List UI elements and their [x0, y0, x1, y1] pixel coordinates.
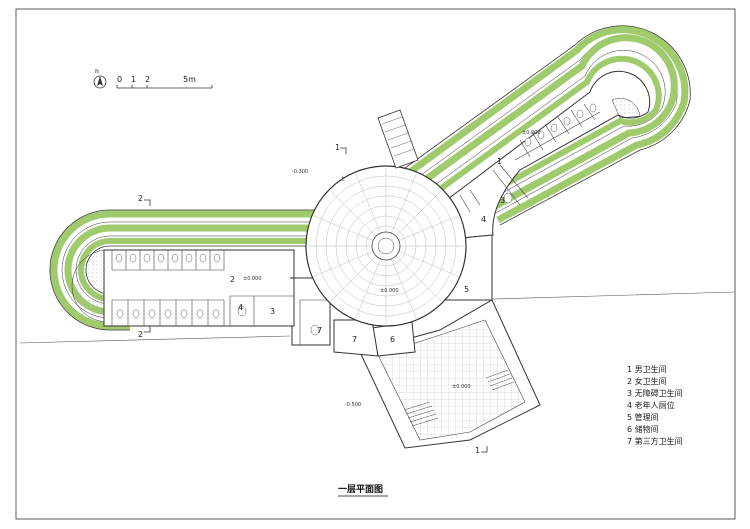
elevation-west-wing: ±0.000 — [243, 276, 262, 282]
section-mark-2-bottom: 2 — [138, 330, 143, 339]
room-number-storage: 6 — [390, 335, 395, 344]
scale-tick-0: 0 — [117, 75, 122, 84]
legend-item: 6 储物间 — [627, 424, 659, 434]
legend-item: 2 女卫生间 — [627, 376, 667, 386]
central-rotunda — [305, 109, 467, 327]
legend-item: 4 老年人厕位 — [627, 400, 675, 410]
section-mark-2-top: 2 — [138, 194, 143, 203]
room-number-west-accessible: 3 — [270, 307, 275, 316]
northeast-wing — [404, 25, 691, 239]
section-mark-1-top: 1 — [335, 143, 340, 152]
room-number-west-third-party: 7 — [317, 326, 322, 335]
elevation-hall: ±0.000 — [380, 288, 399, 294]
room-number-north-male: 1 — [497, 157, 502, 166]
legend-item: 5 管理间 — [627, 412, 659, 422]
legend-item: 7 第三方卫生间 — [627, 436, 683, 446]
room-number-west-female: 2 — [230, 275, 235, 284]
scale-tick-2: 2 — [145, 75, 150, 84]
entry-mark: 上 — [340, 175, 345, 182]
section-mark-1-bottom: 1 — [475, 446, 480, 455]
west-wing — [49, 209, 331, 346]
legend: 1 男卫生间 2 女卫生间 3 无障碍卫生间 4 老年人厕位 5 管理间 6 储… — [627, 364, 683, 446]
north-label: N — [95, 69, 99, 75]
legend-item: 3 无障碍卫生间 — [627, 388, 683, 398]
scale-tick-5m: 5m — [183, 75, 196, 84]
ground-line — [19, 291, 736, 344]
elevation-ramp-top: -0.300 — [292, 169, 308, 175]
elevation-north-wing: ±0.000 — [522, 130, 541, 136]
sheet-border — [15, 8, 736, 520]
elevation-outside: -0.500 — [345, 402, 361, 408]
scale-bar — [116, 85, 213, 89]
room-number-west-elderly: 4 — [238, 303, 243, 312]
room-number-management: 5 — [464, 285, 469, 294]
north-arrow-icon — [93, 75, 107, 89]
room-number-north-elderly: 4 — [481, 215, 486, 224]
drawing-title: 一层平面图 — [338, 484, 383, 495]
room-number-north-accessible: 3 — [500, 196, 505, 205]
legend-item: 1 男卫生间 — [627, 364, 667, 374]
room-number-center-third-party: 7 — [352, 335, 357, 344]
elevation-south-plaza: ±0.000 — [452, 384, 471, 390]
scale-tick-1: 1 — [131, 75, 136, 84]
